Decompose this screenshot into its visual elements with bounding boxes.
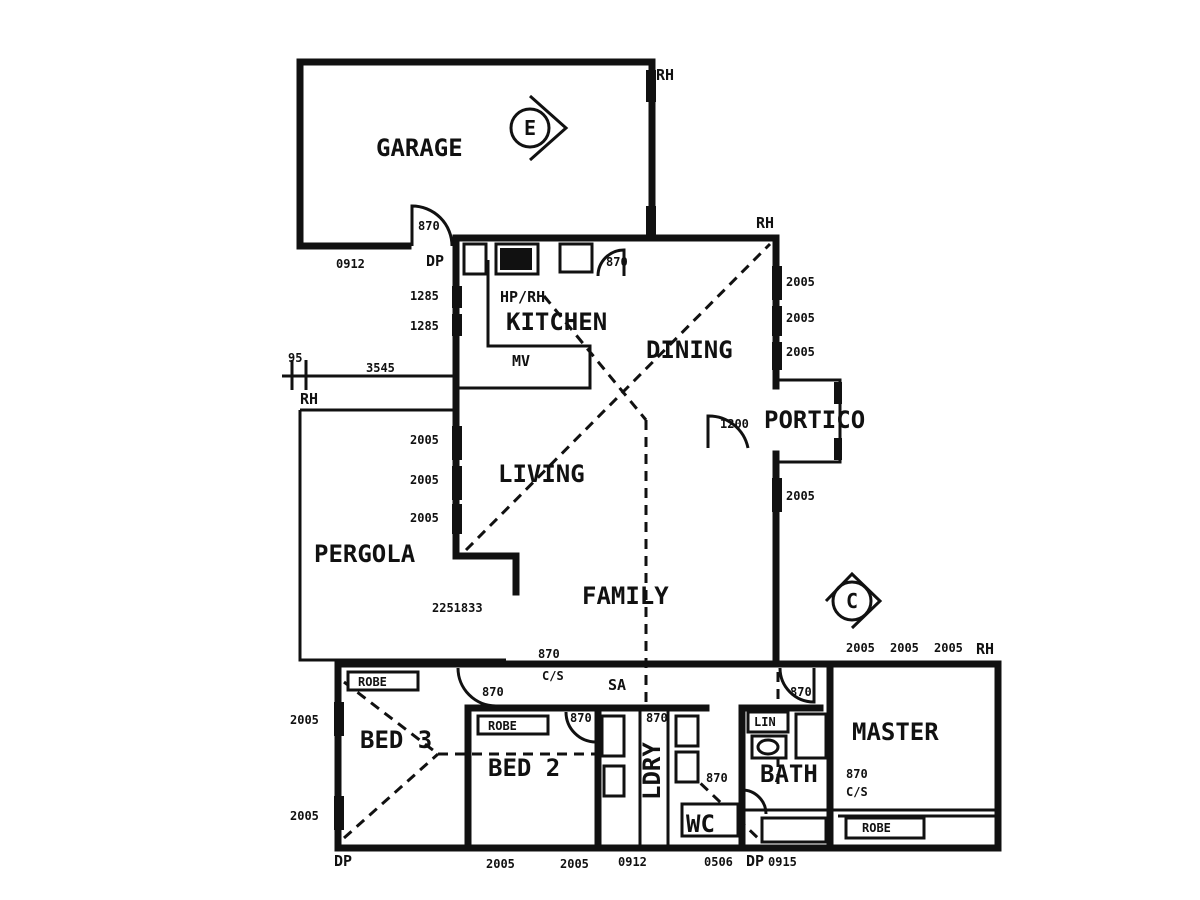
annotations: RH RH RH RH DP DP DP C/S C/S: [300, 66, 994, 870]
compass-marker-label: C: [846, 589, 858, 613]
room-portico: PORTICO: [764, 406, 865, 434]
room-pergola: PERGOLA: [314, 540, 416, 568]
door-swings: [410, 204, 816, 815]
dim-bath-door: 870: [706, 771, 728, 785]
label-sa: SA: [608, 676, 626, 694]
fixture-labels: HP/RH MV SA ROBE ROBE ROBE LIN: [358, 288, 891, 835]
room-master: MASTER: [852, 718, 939, 746]
dim-pergola-offset: 95: [288, 351, 302, 365]
dimensions: 870 0912 870 1285 1285 2005 2005 2005 20…: [288, 219, 963, 871]
room-garage: GARAGE: [376, 134, 463, 162]
dim-dining-win-1: 2005: [786, 275, 815, 289]
dim-living-win-3: 2005: [410, 511, 439, 525]
dim-laundry-win: 0912: [618, 855, 647, 869]
dp-bath: DP: [746, 852, 764, 870]
master-robe: [844, 816, 926, 840]
label-robe-master: ROBE: [862, 821, 891, 835]
dim-master-door: 870: [790, 685, 812, 699]
room-family: FAMILY: [582, 582, 669, 610]
room-dining: DINING: [646, 336, 733, 364]
rh-master: RH: [976, 640, 994, 658]
fixtures: [346, 242, 926, 844]
label-lin: LIN: [754, 715, 776, 729]
room-wc: WC: [686, 810, 715, 838]
dim-living-win-1: 2005: [410, 433, 439, 447]
room-bath: BATH: [760, 760, 818, 788]
dp-bed3: DP: [334, 852, 352, 870]
entry-marker-label: E: [524, 116, 536, 140]
dim-bath-win: 0915: [768, 855, 797, 869]
rh-dining: RH: [756, 214, 774, 232]
entry-marker: E: [509, 94, 569, 162]
dim-kitchen-win-1: 1285: [410, 289, 439, 303]
dim-wc-win: 0506: [704, 855, 733, 869]
dim-ldry-door: 870: [646, 711, 668, 725]
dim-dining-win-3: 2005: [786, 345, 815, 359]
dim-bed3-win-2: 2005: [290, 809, 319, 823]
dim-bed2-win-1: 2005: [486, 857, 515, 871]
dim-master-win-3: 2005: [934, 641, 963, 655]
dim-kitchen-door: 870: [606, 255, 628, 269]
label-robe-bed3: ROBE: [358, 675, 387, 689]
dim-master-win-2: 2005: [890, 641, 919, 655]
cs-master: C/S: [846, 785, 868, 799]
dim-bed3-win-1: 2005: [290, 713, 319, 727]
walls: [282, 58, 1002, 852]
rh-garage: RH: [656, 66, 674, 84]
dim-bed2-win-2: 2005: [560, 857, 589, 871]
dim-bed2-door: 870: [570, 711, 592, 725]
dim-family-door: 870: [538, 647, 560, 661]
label-robe-bed2: ROBE: [488, 719, 517, 733]
dim-kitchen-win-2: 1285: [410, 319, 439, 333]
dim-garage-window: 0912: [336, 257, 365, 271]
dp-garage: DP: [426, 252, 444, 270]
dim-sliding-door: 2251833: [432, 601, 483, 615]
room-bed3: BED 3: [360, 726, 432, 754]
room-laundry: LDRY: [638, 742, 666, 800]
room-kitchen: KITCHEN: [506, 308, 607, 336]
room-living: LIVING: [498, 460, 585, 488]
label-hp-rh: HP/RH: [500, 288, 545, 306]
dim-pergola-width: 3545: [366, 361, 395, 375]
openings: [411, 239, 783, 661]
room-labels: GARAGE KITCHEN DINING LIVING FAMILY PORT…: [314, 134, 939, 838]
label-mv: MV: [512, 352, 530, 370]
windows: [334, 70, 782, 830]
room-bed2: BED 2: [488, 754, 560, 782]
compass-marker: C: [824, 571, 883, 630]
dim-master-cs: 870: [846, 767, 868, 781]
dim-dining-win-2: 2005: [786, 311, 815, 325]
dim-family-win: 2005: [786, 489, 815, 503]
dim-master-win-1: 2005: [846, 641, 875, 655]
dim-garage-door: 870: [418, 219, 440, 233]
dim-bed3-door: 870: [482, 685, 504, 699]
bed2-robe: [476, 714, 550, 736]
dim-portico-door: 1200: [720, 417, 749, 431]
cs-family: C/S: [542, 669, 564, 683]
dim-living-win-2: 2005: [410, 473, 439, 487]
rh-pergola: RH: [300, 390, 318, 408]
bed3-robe: [346, 670, 420, 692]
